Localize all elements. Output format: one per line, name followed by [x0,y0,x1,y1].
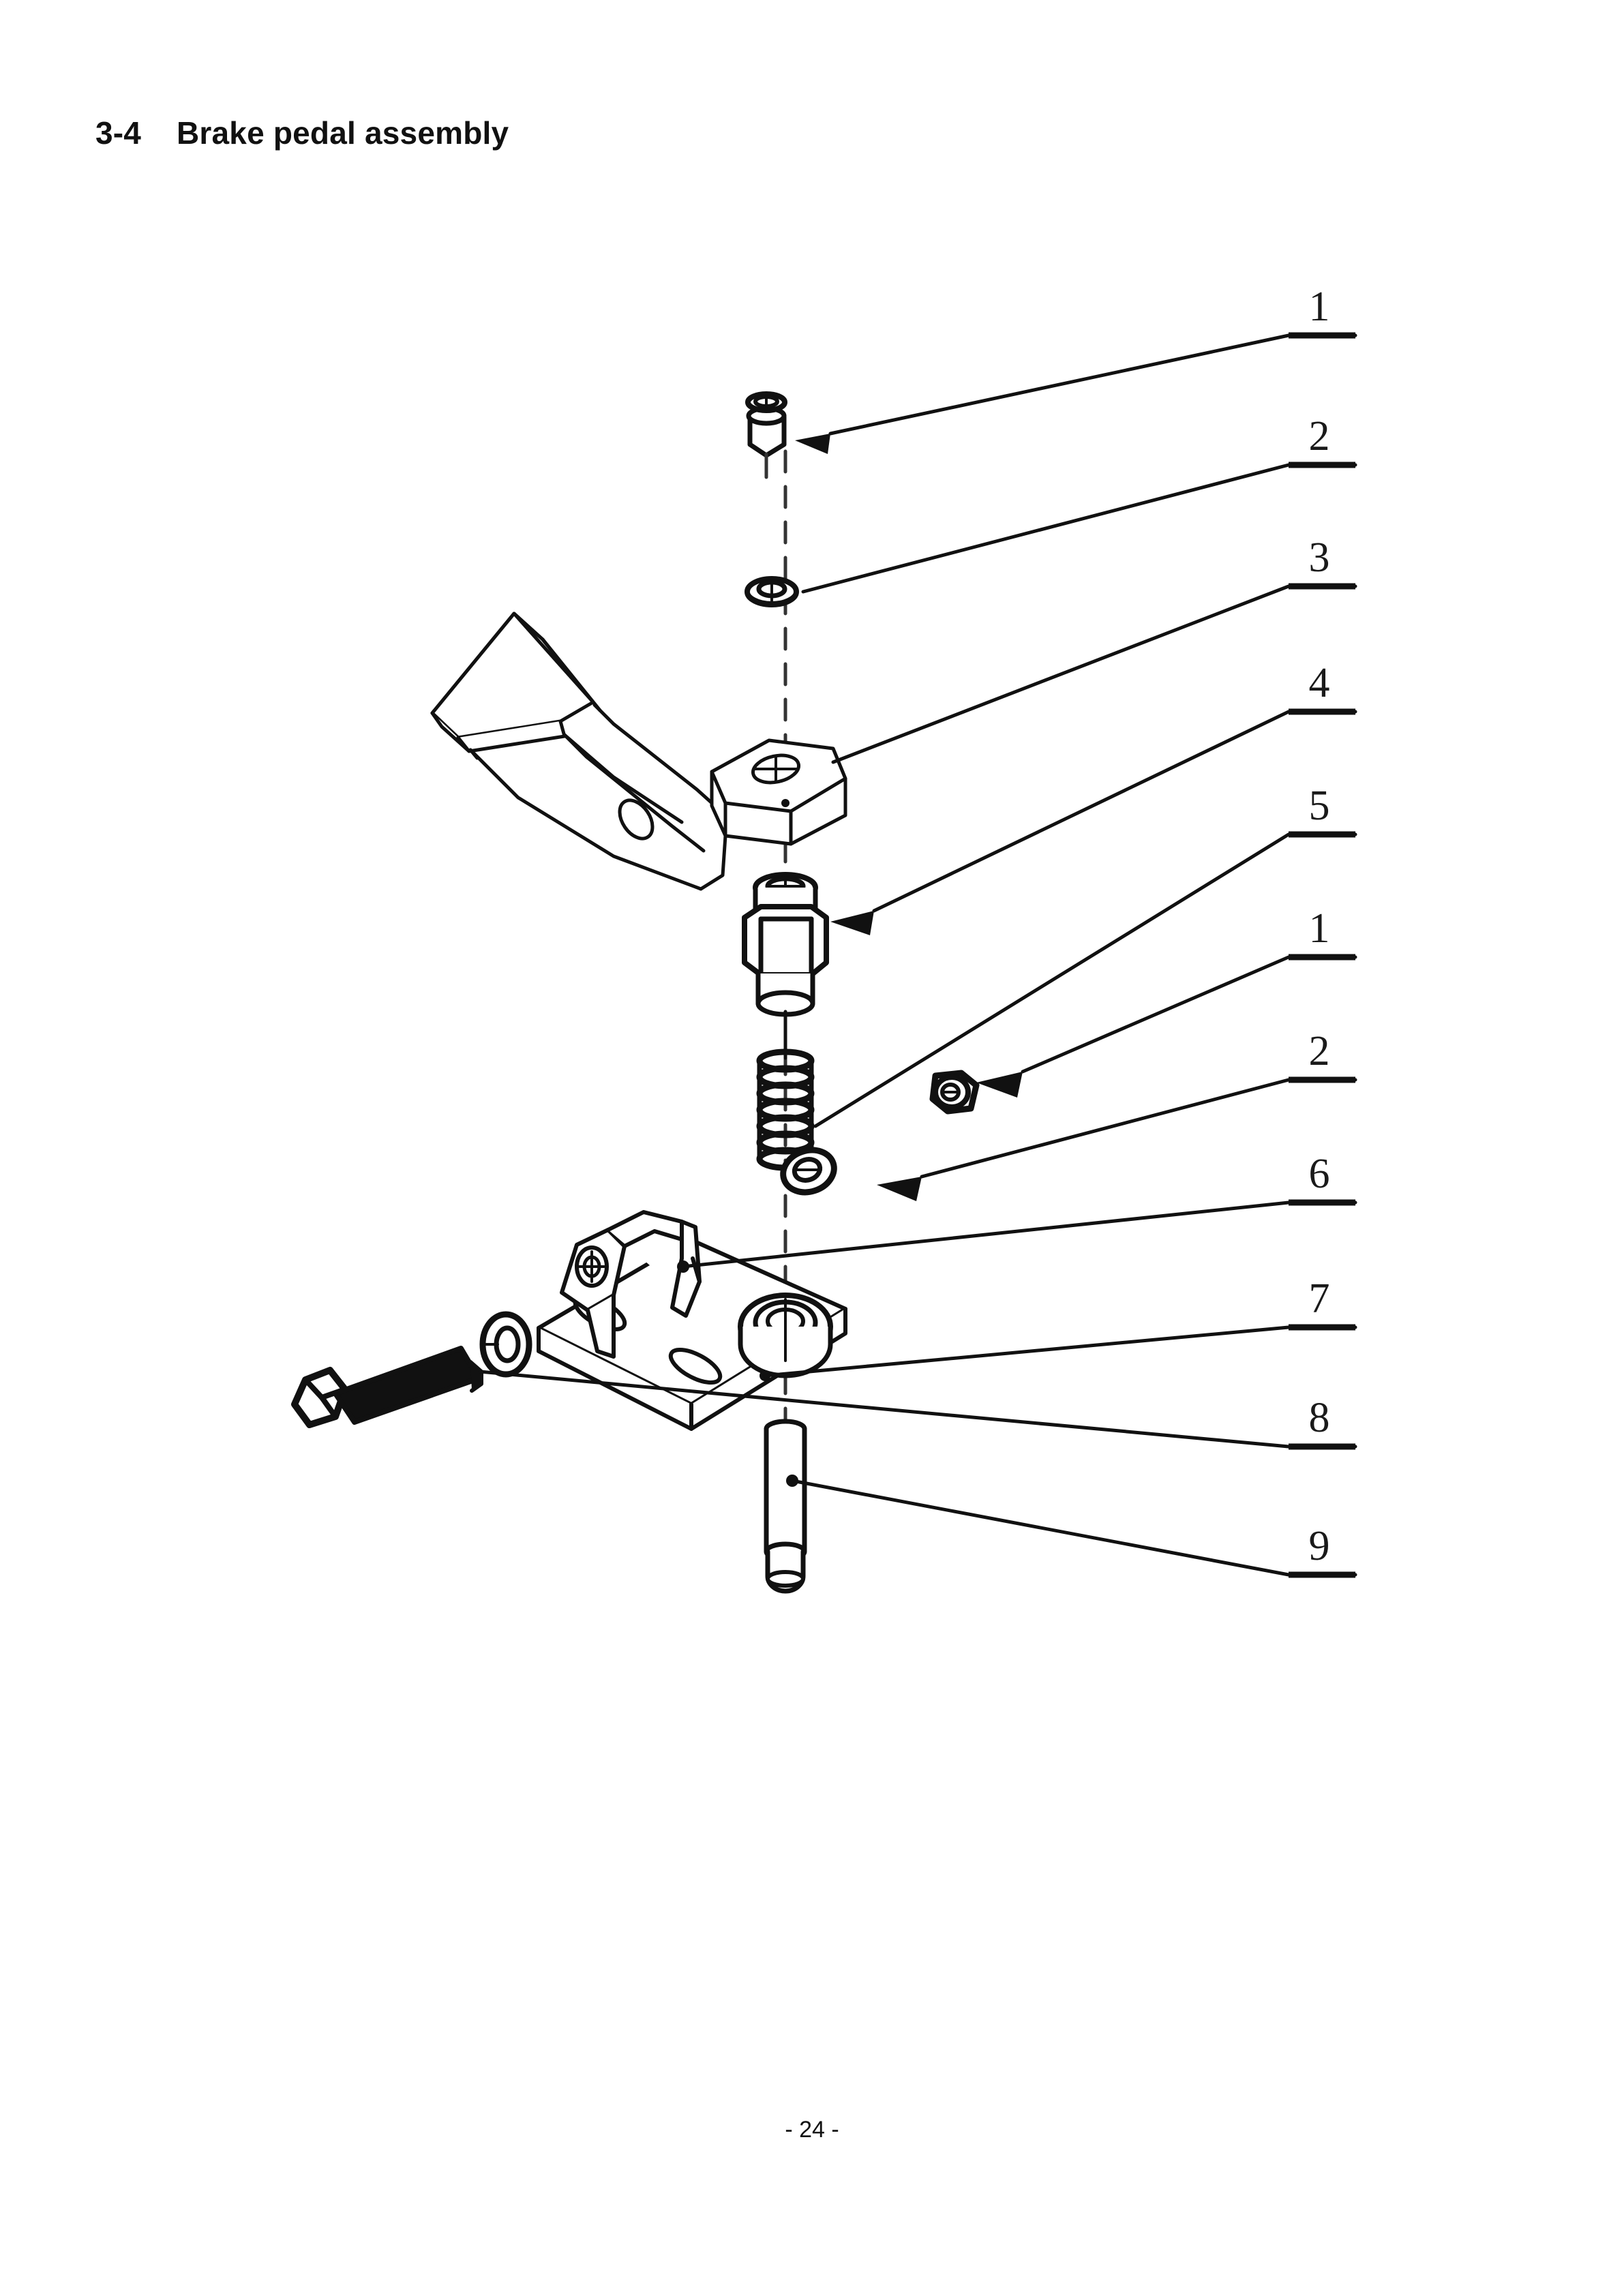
page-title: 3-4 Brake pedal assembly [95,115,509,151]
page-footer: - 24 - [785,2117,839,2143]
callout-label-10: 8 [1309,1395,1330,1441]
callout-label-1: 1 [1309,284,1330,330]
part-pivot-pin [764,1419,807,1594]
callout-label-11: 9 [1309,1523,1330,1569]
callout-numbers: 1 2 3 4 5 1 2 6 7 8 9 [1309,284,1330,1569]
part-hex-head-bolt [291,1346,483,1428]
callout-label-9: 7 [1309,1275,1330,1322]
part-flat-washer-left [479,1311,532,1378]
callout-label-7: 2 [1309,1028,1330,1074]
callout-label-2: 2 [1309,413,1330,459]
part-flat-washer-lower [780,1147,837,1196]
part-flat-washer-upper [745,576,799,607]
part-pedal-mounting-plate [537,1237,847,1431]
callout-label-5: 5 [1309,783,1330,829]
callout-underlines [1289,332,1355,1578]
part-hex-lock-nut-lower [929,1070,980,1115]
part-pedal-stop-tab [560,1210,702,1359]
callout-label-4: 4 [1309,660,1330,706]
callout-label-3: 3 [1309,534,1330,581]
callout-label-8: 6 [1309,1151,1330,1197]
part-brake-pedal-arm [430,611,847,891]
part-push-rod-adjuster [742,872,829,1060]
part-hex-lock-nut-upper [745,391,787,479]
callout-label-6: 1 [1309,905,1330,952]
